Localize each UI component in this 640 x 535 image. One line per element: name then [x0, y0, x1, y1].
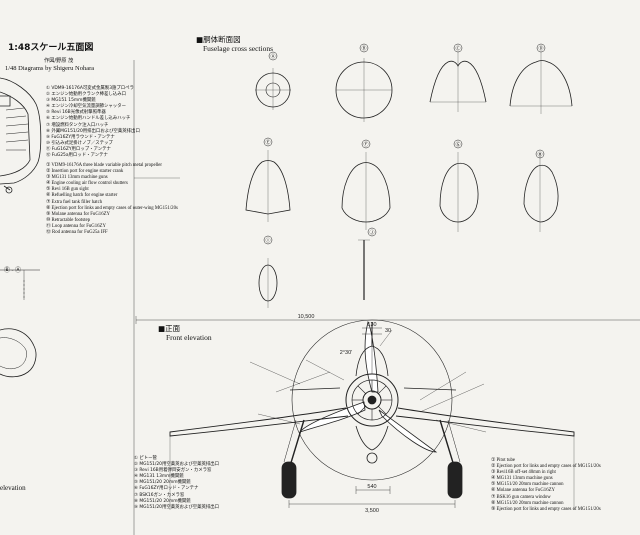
legend-top-en-item: ⑪ Loop antenna for FuG16ZY — [46, 223, 106, 229]
legend-top-en-item: ④ Engine cooling air flow control shutte… — [46, 181, 128, 187]
legend-bottom-left-item: ① ピトー管 — [134, 456, 157, 461]
legend-bottom-left-item: ⑧ MG151/20 20mm機関銃 — [134, 498, 191, 504]
dim-angle: 2°30' — [340, 350, 352, 356]
legend-top-en-item: ⑦ Extra fuel tank filler hatch — [46, 199, 103, 205]
cross-sections-heading-en: Fuselage cross sections — [203, 44, 273, 53]
section-d — [509, 52, 573, 114]
label-j: Ⓙ — [369, 229, 374, 236]
section-b — [335, 58, 393, 122]
cross-sections-heading-jp: ■胴体断面図 — [196, 35, 241, 44]
legend-top-en-item: ⑫ Rod antenna for FuG25a IFF — [46, 230, 108, 236]
dim-top: 130 — [367, 322, 376, 328]
legend-top-jp-item: ⑦ 増設燃料タンク注入口ハッチ — [46, 122, 109, 128]
dim-track: 3,500 — [365, 508, 379, 514]
legend-bottom-left-item: ⑨ MG151/20用空薬莢および空薬莢排出口 — [134, 504, 220, 510]
legend-bottom-right-item: ⑨ Ejection port for links and empty case… — [491, 506, 601, 512]
legend-bottom-right-item: ③ Revi16B off-set 40mm in right — [491, 470, 556, 476]
legend-bottom-left-item: ③ Revi 16B用着弾目安ガン・カメラ窓 — [134, 468, 212, 474]
legend-bottom-left-item: ④ MG131 13mm機関銃 — [134, 474, 184, 480]
legend-bottom-left-item: ② MG151/20用空薬莢および空薬莢排出口 — [134, 462, 220, 468]
legend-top-en-item: ② Insertion port for engine starter cran… — [46, 169, 124, 175]
legend-bottom-right-item: ④ MG131 13mm machine guns — [491, 476, 553, 482]
section-e — [245, 150, 291, 222]
dim-span: 10,500 — [298, 314, 315, 320]
legend-top-en-item: ⑨ Molane antenna for FuG16ZY — [46, 211, 110, 217]
legend-top-jp-item: ② エンジン始動用クランク棒差し込み口 — [46, 92, 126, 98]
label-c: Ⓒ — [455, 45, 460, 52]
legend-top-en-item: ⑩ Retractable footstep — [46, 217, 90, 223]
section-j — [358, 239, 370, 300]
credit-en: 1/48 Diagrams by Shigeru Nohara — [5, 65, 95, 72]
legend-top-en-item: ① VDM9-16176A three blade variable pitch… — [46, 163, 162, 168]
section-h — [523, 154, 559, 232]
legend-top-jp-item: ① VDM9-16176A可変式金属製3翅プロペラ — [46, 86, 134, 91]
section-f — [341, 152, 391, 230]
legend-bottom-left-item: ⑦ BSK16ガン・カメラ窓 — [134, 492, 185, 498]
legend-top-en-item: ⑥ Refuelling hatch for engine starter — [46, 193, 118, 199]
left-front-fragment — [0, 269, 40, 378]
legend-top-jp-item: ③ MG151 15mm機関銃 — [46, 98, 96, 104]
legend-top-en-item: ③ MG131 13mm machine guns — [46, 175, 108, 181]
legend-top-jp-item: ⑩ 引込み式足掛けノブ／ステップ — [46, 140, 113, 146]
legend-top-jp-item: ⑨ FuG16ZY用ラウンド・アンテナ — [46, 134, 115, 140]
label-f: Ⓕ — [363, 141, 368, 148]
legend-bottom-right-item: ⑤ MG151/20 20mm machine cannon — [491, 482, 564, 488]
legend-top-en-item: ⑤ Revi 16B gun sight — [46, 187, 89, 193]
label-d: Ⓓ — [538, 45, 543, 52]
section-a — [255, 68, 291, 110]
label-b: Ⓑ — [361, 45, 366, 52]
legend-bottom-right-item: ② Ejection port for links and empty case… — [491, 464, 601, 470]
legend-bottom-right-item: ⑧ MG151/20 20mm machine cannon — [491, 500, 564, 506]
label-g: Ⓖ — [455, 141, 460, 148]
front-elevation-drawing — [135, 316, 640, 510]
section-g — [439, 152, 479, 232]
legend-top-en: ① VDM9-16176A three blade variable pitch… — [46, 163, 178, 236]
legend-top-jp-item: ⑪ FuG16ZY用ロップ・アンテナ — [46, 146, 111, 152]
legend-top-jp-item: ⑫ FuG25a用ロッド・アンテナ — [46, 153, 108, 159]
section-i — [258, 258, 278, 308]
credit-jp: 作図/野原 茂 — [44, 58, 74, 64]
label-i: Ⓘ — [265, 237, 270, 244]
label-e: Ⓔ — [265, 139, 270, 146]
left-bottom-label: elevation — [0, 484, 26, 492]
front-elevation-heading-jp: ■正面 — [158, 324, 181, 333]
section-markers — [263, 43, 546, 245]
legend-top-en-item: ⑧ Ejection port for links and empty case… — [46, 205, 178, 211]
dim-gear: 540 — [367, 484, 376, 490]
legend-bottom-left-item: ⑥ FuG16ZY用ロッド・アンテナ — [134, 486, 199, 492]
left-section-label: Ⓑ - Ⓐ — [4, 268, 21, 274]
left-nose-fragment — [0, 77, 42, 194]
legend-bottom-right-item: ⑦ BSK16 gun camera window — [491, 494, 551, 500]
legend-bottom-right-item: ⑥ Molane antenna for FuG16ZY — [491, 488, 555, 494]
label-h: Ⓗ — [537, 151, 542, 158]
front-elevation-heading-en: Front elevation — [166, 333, 212, 342]
legend-top-jp-item: ⑤ Revi 16B光像式射撃照準器 — [46, 110, 106, 116]
sheet-title: 1:48スケール五面図 — [8, 43, 94, 53]
legend-bottom-right-item: ① Pitot tube — [491, 458, 516, 463]
legend-bottom-left-item: ⑤ MG151/20 20mm機関銃 — [134, 480, 191, 486]
dim-top2: 30 — [385, 328, 391, 334]
legend-top-jp-item: ④ エンジン冷却空気流量調節シャッター — [46, 104, 126, 110]
legend-top-jp-item: ⑥ エンジン始動用ハンドル差し込みハッチ — [46, 116, 131, 122]
section-c — [429, 52, 487, 112]
label-a: Ⓐ — [270, 53, 275, 60]
legend-top-jp-item: ⑧ 外翼MG151/20用排出口および空薬莢排出口 — [46, 128, 140, 134]
